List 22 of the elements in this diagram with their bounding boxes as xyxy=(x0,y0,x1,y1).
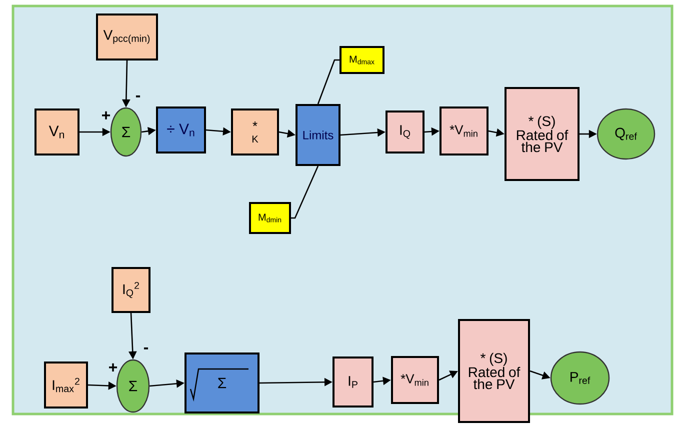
input-box: I$_{max}$2 xyxy=(44,362,88,408)
limit-box: M$_{dmin}$ xyxy=(249,202,291,234)
square-root-box: Σ xyxy=(184,352,260,414)
gain-box: I$_{Q}$ xyxy=(386,110,424,154)
gain-box: *V$_{min}$ xyxy=(440,106,488,156)
limit-box: M$_{dmax}$ xyxy=(340,46,384,74)
block-box: Limits xyxy=(296,104,340,166)
sign-label: - xyxy=(136,95,140,98)
sign-label: + xyxy=(109,363,118,372)
gain-box: * (S) Rated of the PV xyxy=(458,319,530,423)
summing-junction: Σ xyxy=(116,359,150,413)
input-box: * K xyxy=(231,108,279,156)
gain-box: I$_{P}$ xyxy=(332,356,374,408)
block-box: ÷ V$_{n}$ xyxy=(156,106,206,154)
sign-label: - xyxy=(144,347,148,350)
input-box: V$_{pcc(min)}$ xyxy=(96,14,158,60)
input-box: V$_{n}$ xyxy=(34,108,80,156)
gain-box: *V$_{min}$ xyxy=(391,356,439,404)
gain-box: * (S) Rated of the PV xyxy=(504,87,580,181)
summing-junction: Σ xyxy=(110,107,142,157)
input-box: I$_{Q}$2 xyxy=(112,267,150,313)
sign-label: + xyxy=(102,111,110,120)
